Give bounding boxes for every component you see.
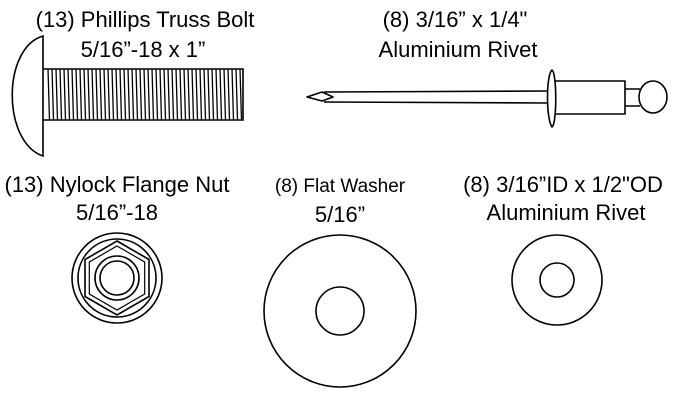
washer-label-line2: 5/16” [315, 202, 365, 227]
rivet-washer-label-line1: (8) 3/16”ID x 1/2"OD [463, 172, 663, 197]
nylock-flange-nut-icon [71, 232, 163, 324]
nut-label-line2: 5/16”-18 [76, 200, 158, 225]
rivet-label-line2: Aluminium Rivet [379, 37, 538, 62]
bolt-label-line2: 5/16”-18 x 1” [81, 37, 206, 62]
nut-label-line1: (13) Nylock Flange Nut [5, 172, 230, 197]
flat-washer-icon [263, 234, 417, 388]
blind-rivet-icon [306, 69, 668, 128]
rivet-washer-icon [511, 234, 603, 326]
washer-label-line1: (8) Flat Washer [275, 176, 406, 197]
bolt-label-line1: (13) Phillips Truss Bolt [36, 7, 255, 32]
rivet-washer-label-line2: Aluminium Rivet [487, 200, 646, 225]
rivet-label-line1: (8) 3/16” x 1/4" [383, 7, 528, 32]
phillips-truss-bolt-icon [11, 34, 244, 158]
